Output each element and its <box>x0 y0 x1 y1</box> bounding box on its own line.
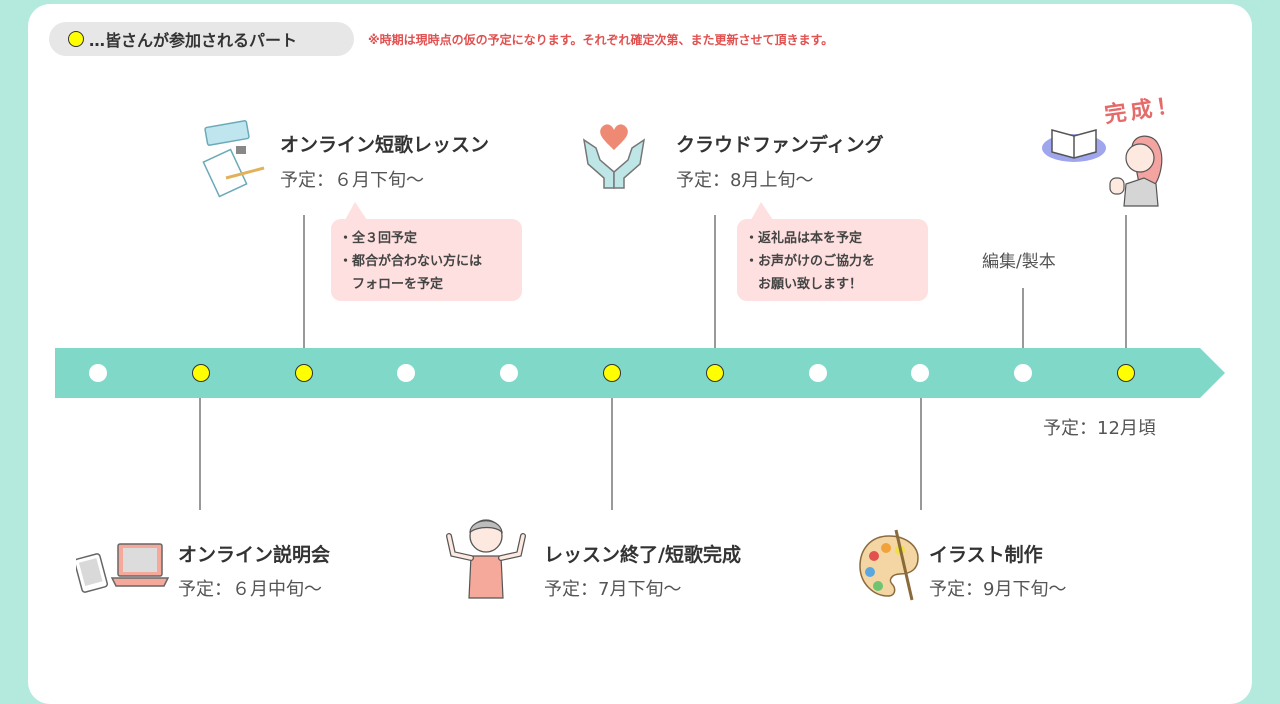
briefing-title: オンライン説明会 <box>178 544 331 566</box>
connector-crowdfunding <box>714 215 716 365</box>
timeline-dot-participation <box>1117 364 1135 382</box>
legend: …皆さんが参加されるパート <box>49 22 354 56</box>
timeline-dot <box>89 364 107 382</box>
lesson-end-title: レッスン終了/短歌完成 <box>544 544 741 566</box>
bubble-tail <box>751 202 773 220</box>
timeline-dot <box>808 364 827 382</box>
connector-briefing <box>199 384 201 510</box>
lesson-bubble: ・全３回予定 ・都合が合わない方には フォローを予定 <box>331 202 522 301</box>
connector-editing <box>1022 288 1024 364</box>
timeline-dot <box>500 364 519 382</box>
bubble-line: ・都合が合わない方には <box>339 254 483 269</box>
bubble-line: フォローを予定 <box>339 277 444 292</box>
laptop-tablet-icon <box>73 538 170 598</box>
timeline-band <box>55 348 1225 398</box>
connector-lesson <box>303 215 305 365</box>
illustration-schedule: 予定：9月下旬〜 <box>929 579 1067 600</box>
bubble-line: ・全３回予定 <box>339 231 418 246</box>
timeline-dot <box>1014 364 1033 382</box>
lesson-end-schedule: 予定：7月下旬〜 <box>544 579 682 600</box>
crowdfunding-bubble: ・返礼品は本を予定 ・お声がけのご協力を お願い致します！ <box>737 202 928 301</box>
legend-dot <box>68 31 84 47</box>
bubble-line: ・返礼品は本を予定 <box>745 231 863 246</box>
timeline-dot <box>911 364 930 382</box>
legend-text: …皆さんが参加されるパート <box>89 31 298 50</box>
connector-illustration <box>920 384 922 510</box>
palette-icon <box>856 528 922 606</box>
lesson-title: オンライン短歌レッスン <box>280 134 490 156</box>
timeline-dot <box>397 364 416 382</box>
connector-complete <box>1125 215 1127 365</box>
heart-hands-icon <box>578 120 650 194</box>
lesson-schedule: 予定：６月下旬〜 <box>280 170 424 191</box>
editing-label: 編集/製本 <box>982 252 1056 272</box>
briefing-schedule: 予定：６月中旬〜 <box>178 579 322 600</box>
schedule-note: ※時期は現時点の仮の予定になります。それぞれ確定次第、また更新させて頂きます。 <box>368 33 834 47</box>
pencil-paper-icon <box>200 118 272 202</box>
timeline-arrow <box>55 348 1225 398</box>
timeline-dot-participation <box>603 364 621 382</box>
crowdfunding-schedule: 予定：8月上旬〜 <box>676 170 814 191</box>
bubble-tail <box>345 202 367 220</box>
complete-schedule: 予定：12月頃 <box>1043 418 1156 439</box>
bubble-line: ・お声がけのご協力を <box>745 254 876 269</box>
timeline-dot-participation <box>294 364 313 382</box>
timeline-dot-participation <box>191 364 210 382</box>
connector-lesson-end <box>611 384 613 510</box>
reading-girl-icon <box>1040 118 1170 214</box>
timeline-dot-participation <box>705 364 724 382</box>
flexing-girl-icon <box>443 514 529 604</box>
bubble-line: お願い致します！ <box>745 277 863 292</box>
crowdfunding-title: クラウドファンディング <box>676 134 884 156</box>
illustration-title: イラスト制作 <box>929 544 1043 566</box>
